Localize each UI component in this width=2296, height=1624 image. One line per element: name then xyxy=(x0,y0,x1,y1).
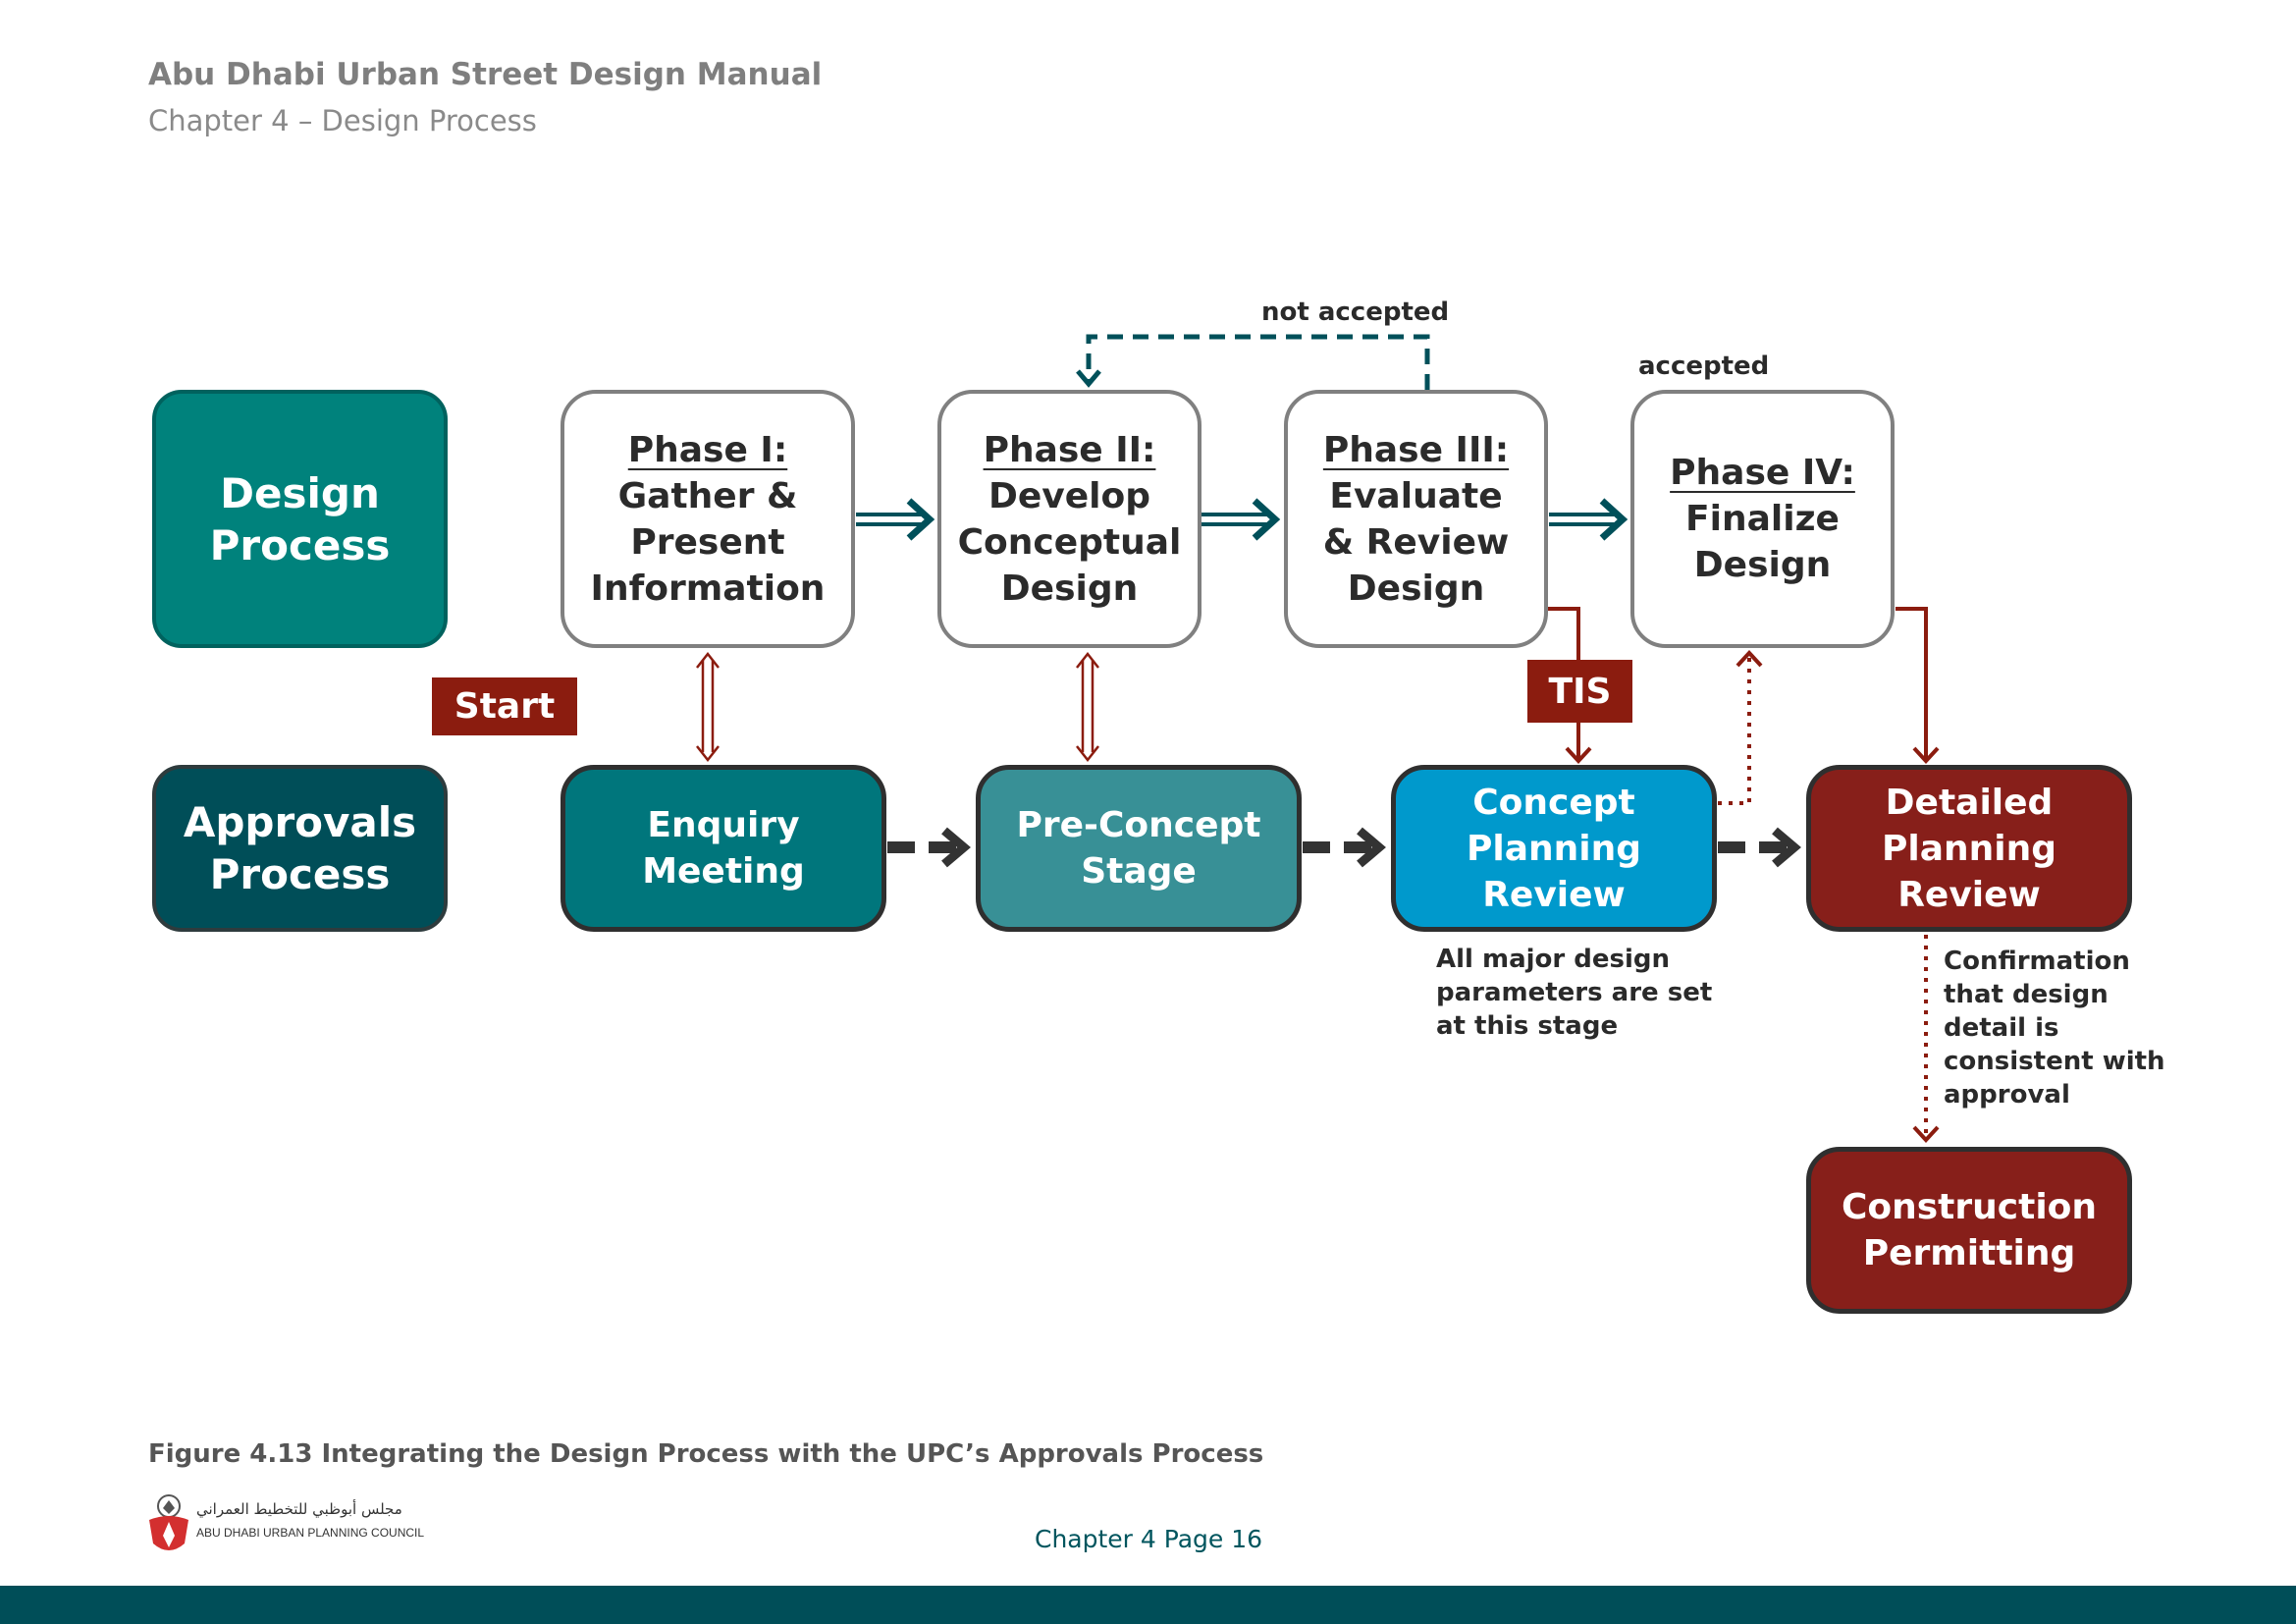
phase-2-box: Phase II: Develop Conceptual Design xyxy=(937,390,1201,648)
detailed-review-line-3: Review xyxy=(1897,874,2041,915)
phase-3-box: Phase III: Evaluate & Review Design xyxy=(1284,390,1548,648)
phase-3-title: Phase III: xyxy=(1322,429,1510,470)
detailed-review-note: Confirmation that design detail is consi… xyxy=(1944,945,2165,1111)
phase-1-line-1: Gather & xyxy=(617,475,798,516)
link-phase1-enquiry xyxy=(696,651,720,763)
arrow-concept-review-to-detailed xyxy=(1718,827,1801,868)
not-accepted-loop xyxy=(1076,334,1430,390)
detailed-note-line-2: that design xyxy=(1944,980,2109,1009)
detailed-note-line-3: detail is xyxy=(1944,1013,2059,1043)
lane-design-process: Design Process xyxy=(152,390,448,648)
lane-design-line-1: Design xyxy=(220,468,380,517)
phase-1-line-2: Present xyxy=(630,521,785,563)
page-number: Chapter 4 Page 16 xyxy=(1034,1525,1263,1553)
arrow-phase3-to-phase4 xyxy=(1549,498,1629,541)
falcon-emblem-icon xyxy=(149,1494,188,1550)
phase-2-line-1: Develop xyxy=(988,475,1151,516)
logo-english-text: ABU DHABI URBAN PLANNING COUNCIL xyxy=(196,1526,425,1540)
phase-1-box: Phase I: Gather & Present Information xyxy=(561,390,855,648)
not-accepted-label: not accepted xyxy=(1261,298,1450,327)
detailed-review-line-1: Detailed xyxy=(1885,782,2054,823)
construction-line-2: Permitting xyxy=(1862,1233,2076,1273)
start-tag: Start xyxy=(432,677,577,735)
concept-review-line-3: Review xyxy=(1482,874,1626,915)
detailed-note-line-5: approval xyxy=(1944,1080,2070,1110)
phase-2-title: Phase II: xyxy=(983,429,1156,470)
figure-caption: Figure 4.13 Integrating the Design Proce… xyxy=(148,1439,1264,1469)
arrow-phase4-to-detailed-review xyxy=(1896,607,1940,764)
detailed-note-line-1: Confirmation xyxy=(1944,947,2130,976)
concept-note-line-1: All major design xyxy=(1436,945,1671,974)
detailed-planning-review-box: Detailed Planning Review xyxy=(1806,765,2132,932)
phase-1-title: Phase I: xyxy=(627,429,788,470)
link-phase2-preconcept xyxy=(1076,651,1099,763)
phase-4-line-2: Design xyxy=(1693,545,1832,585)
detailed-review-line-2: Planning xyxy=(1881,828,2056,869)
footer-bar xyxy=(0,1586,2296,1624)
construction-line-1: Construction xyxy=(1841,1187,2098,1227)
arrow-detailed-to-construction xyxy=(1912,935,1940,1143)
logo-arabic-text: مجلس أبوظبي للتخطيط العمراني xyxy=(196,1500,402,1518)
construction-permitting-box: Construction Permitting xyxy=(1806,1147,2132,1314)
document-title: Abu Dhabi Urban Street Design Manual xyxy=(148,57,823,92)
concept-review-note: All major design parameters are set at t… xyxy=(1436,943,1712,1043)
arrow-phase2-to-phase3 xyxy=(1201,498,1281,541)
lane-approvals-line-2: Process xyxy=(209,850,391,898)
upc-logo: مجلس أبوظبي للتخطيط العمراني ABU DHABI U… xyxy=(145,1492,424,1557)
arrow-preconcept-to-concept-review xyxy=(1303,827,1386,868)
detailed-note-line-4: consistent with xyxy=(1944,1047,2165,1076)
phase-2-line-2: Conceptual xyxy=(957,521,1182,563)
phase-3-line-3: Design xyxy=(1347,568,1485,609)
arrow-phase1-to-phase2 xyxy=(856,498,935,541)
concept-note-line-3: at this stage xyxy=(1436,1011,1619,1041)
lane-approvals-process: Approvals Process xyxy=(152,765,448,932)
phase-4-box: Phase IV: Finalize Design xyxy=(1630,390,1895,648)
phase-4-title: Phase IV: xyxy=(1670,453,1855,493)
concept-review-line-1: Concept xyxy=(1472,782,1635,823)
arrow-concept-review-to-phase4 xyxy=(1718,650,1763,805)
lane-approvals-line-1: Approvals xyxy=(183,798,417,846)
concept-planning-review-box: Concept Planning Review xyxy=(1391,765,1717,932)
pre-concept-line-2: Stage xyxy=(1081,851,1197,892)
phase-4-line-1: Finalize xyxy=(1685,499,1840,539)
chapter-subtitle: Chapter 4 – Design Process xyxy=(148,104,537,137)
enquiry-line-1: Enquiry xyxy=(647,805,800,845)
accepted-label: accepted xyxy=(1638,352,1770,381)
arrow-enquiry-to-preconcept xyxy=(887,827,971,868)
phase-3-line-1: Evaluate xyxy=(1329,475,1503,516)
pre-concept-stage-box: Pre-Concept Stage xyxy=(976,765,1302,932)
arrow-phase3-to-concept-review xyxy=(1548,607,1592,764)
lane-design-line-2: Process xyxy=(209,520,391,569)
enquiry-line-2: Meeting xyxy=(642,851,805,892)
enquiry-meeting-box: Enquiry Meeting xyxy=(561,765,886,932)
concept-review-line-2: Planning xyxy=(1466,828,1641,869)
phase-3-line-2: & Review xyxy=(1322,521,1510,563)
phase-1-line-3: Information xyxy=(590,568,826,609)
pre-concept-line-1: Pre-Concept xyxy=(1016,805,1261,845)
tis-tag: TIS xyxy=(1527,660,1632,723)
phase-2-line-3: Design xyxy=(1000,568,1139,609)
concept-note-line-2: parameters are set xyxy=(1436,978,1713,1007)
